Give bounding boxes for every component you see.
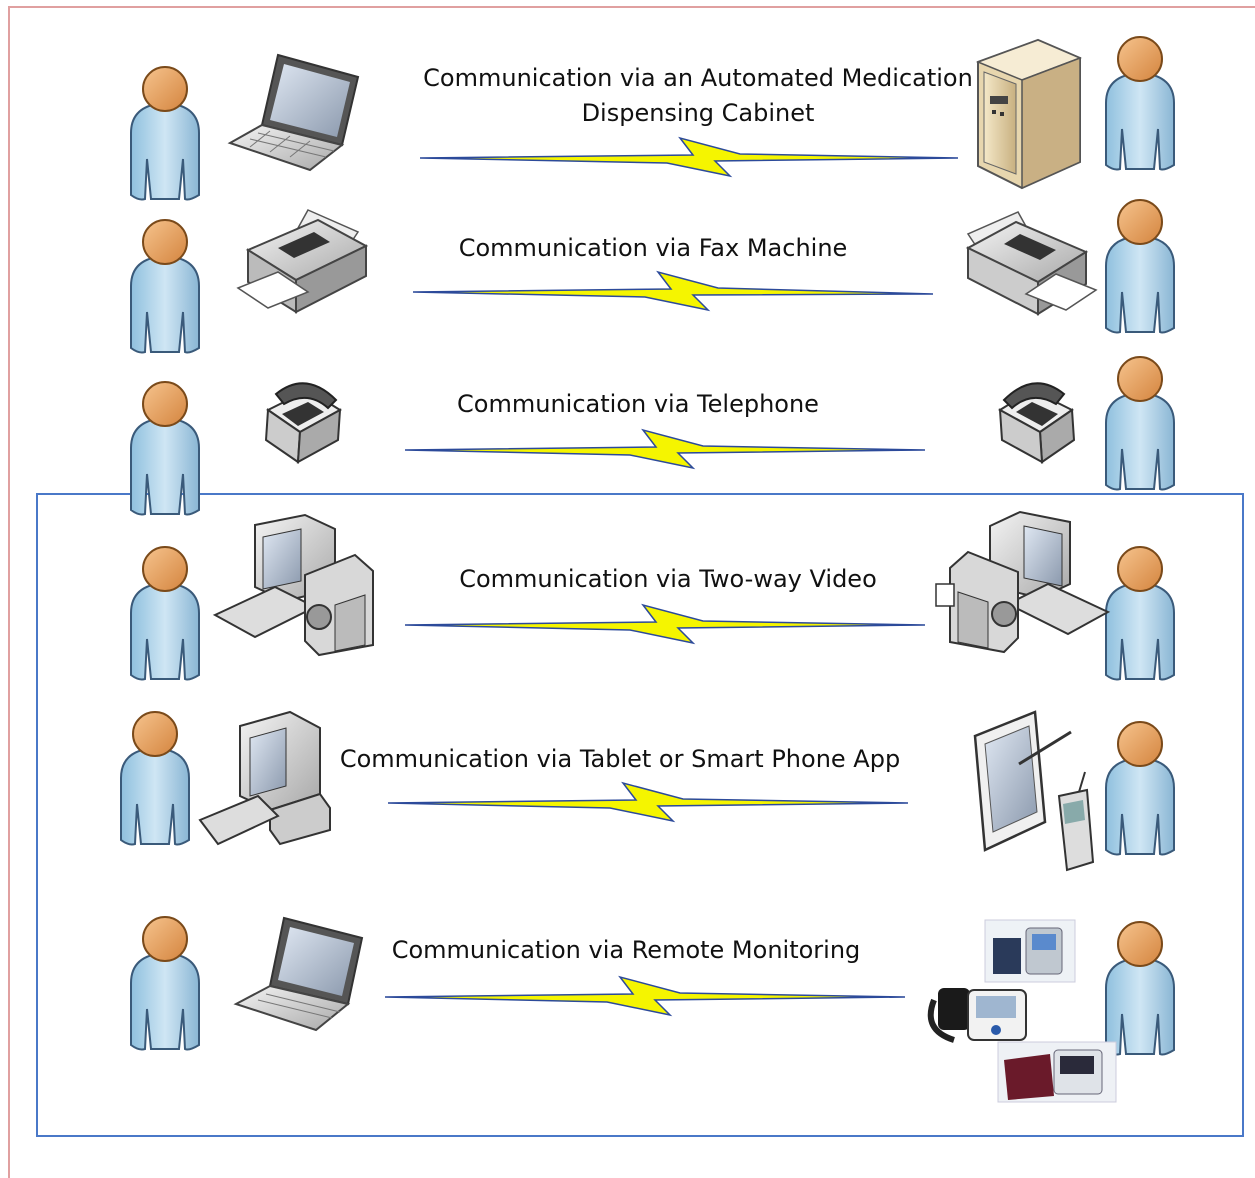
row-1-label-line-2: Dispensing Cabinet — [582, 99, 815, 127]
lightning-connection — [387, 781, 909, 823]
person-icon — [130, 916, 200, 1051]
fax-machine-icon — [965, 211, 1098, 316]
person-icon — [130, 66, 200, 201]
row-4-label: Communication via Two-way Video — [459, 565, 877, 593]
medication-cabinet-icon — [975, 38, 1083, 190]
person-icon — [130, 546, 200, 681]
monitoring-devices-icon — [927, 919, 1117, 1103]
row-2-label: Communication via Fax Machine — [459, 234, 848, 262]
person-icon — [120, 711, 190, 846]
person-icon — [130, 219, 200, 354]
telephone-icon — [264, 382, 342, 464]
fax-machine-icon — [236, 209, 369, 314]
lightning-connection — [419, 136, 959, 178]
person-icon — [1105, 721, 1175, 856]
tablet-phone-icon — [973, 710, 1095, 872]
laptop-icon — [233, 916, 364, 1032]
row-1-label-line-1: Communication via an Automated Medicatio… — [423, 64, 973, 92]
desktop-computer-icon — [198, 710, 331, 846]
person-icon — [1105, 546, 1175, 681]
person-icon — [130, 381, 200, 516]
row-5-label: Communication via Tablet or Smart Phone … — [340, 745, 900, 773]
laptop-icon — [227, 53, 360, 172]
lightning-connection — [412, 270, 934, 312]
person-icon — [1105, 356, 1175, 491]
person-icon — [1105, 36, 1175, 171]
row-3-label: Communication via Telephone — [457, 390, 819, 418]
person-icon — [1105, 921, 1175, 1056]
video-workstation-icon — [212, 513, 374, 657]
video-workstation-icon — [935, 510, 1111, 654]
telehealth-group-frame — [36, 493, 1244, 1137]
lightning-connection — [404, 428, 926, 470]
outer-frame — [8, 6, 1255, 1178]
lightning-connection — [384, 975, 906, 1017]
telephone-icon — [998, 382, 1076, 464]
lightning-connection — [404, 603, 926, 645]
row-6-label: Communication via Remote Monitoring — [392, 936, 861, 964]
person-icon — [1105, 199, 1175, 334]
